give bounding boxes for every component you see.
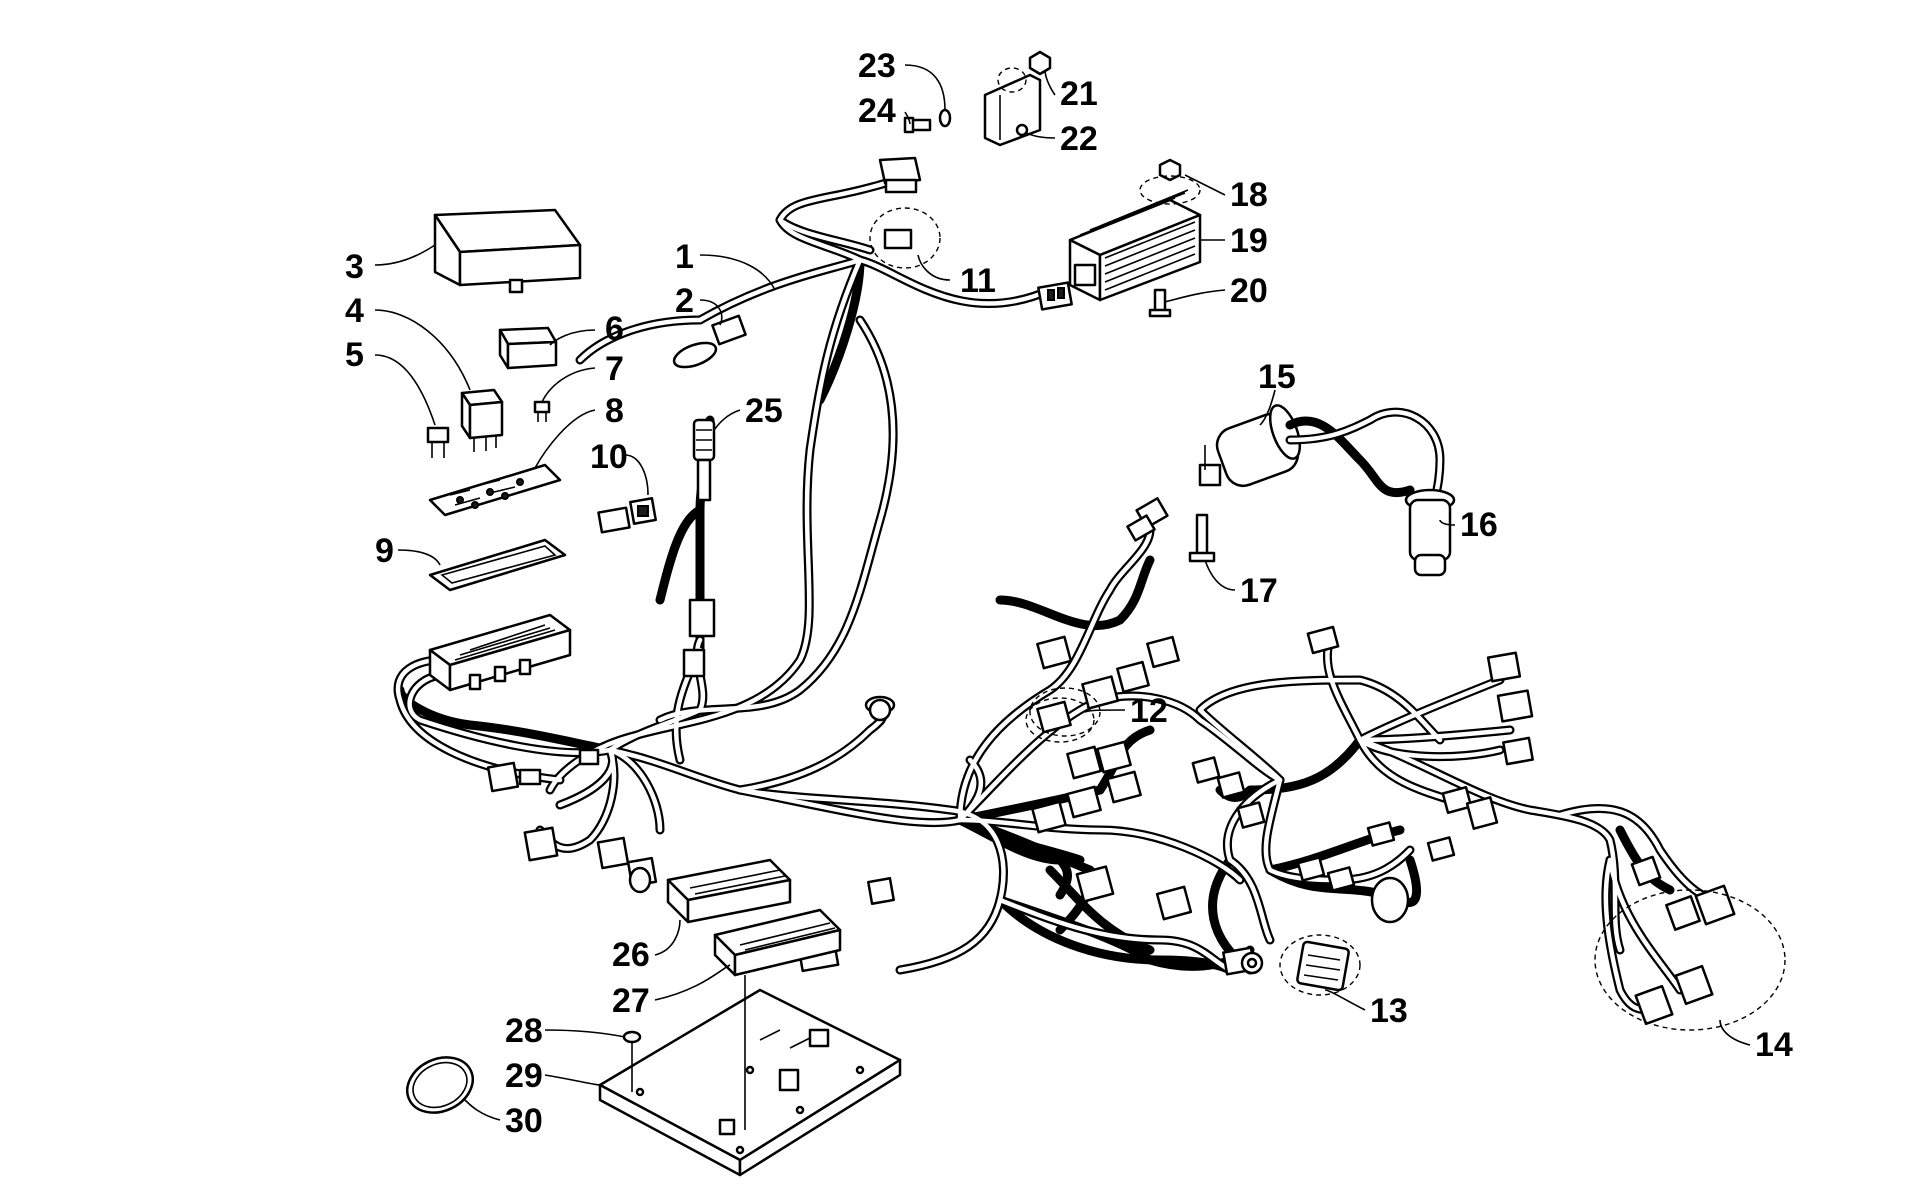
- ecu: [713, 908, 842, 977]
- callout-10: 10: [590, 438, 628, 476]
- oxygen-sensor: [682, 418, 716, 678]
- coil-screw: [1188, 513, 1216, 563]
- callout-5: 5: [345, 336, 364, 374]
- relay-small: [498, 326, 558, 370]
- spark-plug-cap: [1404, 488, 1456, 577]
- callout-16: 16: [1460, 506, 1498, 544]
- callout-1: 1: [675, 238, 694, 276]
- callout-23: 23: [858, 47, 896, 85]
- tray-fastener: [622, 1030, 642, 1092]
- callout-labels: 3 4 5 6 7 8 9 10 1 2 11 12 13 14 15 16 1…: [345, 47, 1793, 1140]
- callout-8: 8: [605, 392, 624, 430]
- fuse-box-cover: [433, 208, 582, 294]
- fuse-box-connector: [597, 497, 657, 534]
- harness-connector-top: [878, 156, 922, 194]
- callout-11: 11: [960, 262, 996, 300]
- callout-30: 30: [505, 1102, 543, 1140]
- fuse-box-circuit-board: [428, 463, 562, 517]
- fuse-small: [533, 400, 551, 422]
- regulator-connector: [1037, 281, 1073, 311]
- callout-13: 13: [1370, 992, 1408, 1030]
- callout-27: 27: [612, 982, 650, 1020]
- ecu-cover: [666, 858, 792, 924]
- regulator-screw: [1148, 288, 1172, 318]
- regulator-nut: [1139, 158, 1201, 205]
- bracket-washer: [938, 108, 952, 128]
- voltage-regulator: [1068, 189, 1202, 302]
- mounting-bracket: [983, 73, 1042, 147]
- callout-4: 4: [345, 292, 364, 330]
- callout-19: 19: [1230, 222, 1268, 260]
- ignition-coil: [1198, 404, 1302, 488]
- bracket-nut: [997, 50, 1052, 93]
- callout-18: 18: [1230, 176, 1268, 214]
- callout-7: 7: [605, 350, 624, 388]
- relay: [460, 388, 504, 452]
- callout-14: 14: [1755, 1026, 1793, 1064]
- callout-25: 25: [745, 392, 783, 430]
- fuse-large: [426, 426, 450, 458]
- callout-9: 9: [375, 532, 394, 570]
- callout-15: 15: [1258, 358, 1296, 396]
- harness-clamp-ring: [406, 1056, 474, 1114]
- callout-22: 22: [1060, 120, 1098, 158]
- callout-12: 12: [1130, 692, 1168, 730]
- harness-connector-11: [869, 207, 941, 269]
- fuse-box-gasket: [428, 538, 567, 592]
- callout-21: 21: [1060, 75, 1098, 113]
- mounting-tray: [598, 988, 902, 1177]
- callout-29: 29: [505, 1057, 543, 1095]
- leader-lines: [374, 64, 1751, 1121]
- callout-20: 20: [1230, 272, 1268, 310]
- callout-26: 26: [612, 936, 650, 974]
- connector-cap: [672, 314, 747, 369]
- callout-6: 6: [605, 310, 624, 348]
- callout-17: 17: [1240, 572, 1278, 610]
- callout-28: 28: [505, 1012, 543, 1050]
- callout-24: 24: [858, 92, 896, 130]
- fuse-box-base: [428, 613, 572, 692]
- callout-2: 2: [675, 282, 694, 320]
- callout-3: 3: [345, 248, 364, 286]
